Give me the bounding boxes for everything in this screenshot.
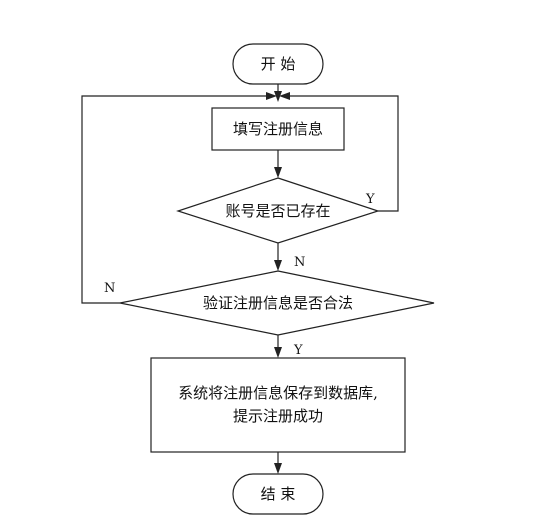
arrow-into-save: [274, 347, 282, 358]
exists-yes-label: Y: [365, 192, 375, 207]
start-label: 开 始: [261, 55, 296, 73]
exists-no-label: N: [294, 255, 305, 270]
arrow-into-validate: [274, 260, 282, 271]
arrow-into-fill-top: [274, 91, 282, 102]
fill-info-box: [211, 107, 345, 151]
validate-label: 验证注册信息是否合法: [203, 294, 353, 312]
validate-yes-label: Y: [293, 343, 303, 358]
arrow-loop-left: [266, 92, 277, 100]
end-terminal: [232, 473, 324, 515]
validate-no-label: N: [104, 281, 115, 296]
save-label-line2: 提示注册成功: [233, 407, 323, 425]
fill-info-label: 填写注册信息: [233, 120, 323, 138]
end-label: 结 束: [261, 485, 296, 503]
edge-exists-yes-loop: [286, 95, 399, 212]
arrow-loop-right: [279, 92, 290, 100]
save-label-line1: 系统将注册信息保存到数据库,: [178, 384, 378, 402]
edge-validate-no-loop: [81, 95, 270, 304]
arrow-into-end: [274, 463, 282, 474]
account-exists-label: 账号是否已存在: [225, 202, 330, 220]
save-box: [150, 357, 406, 453]
arrow-into-exists: [274, 167, 282, 178]
